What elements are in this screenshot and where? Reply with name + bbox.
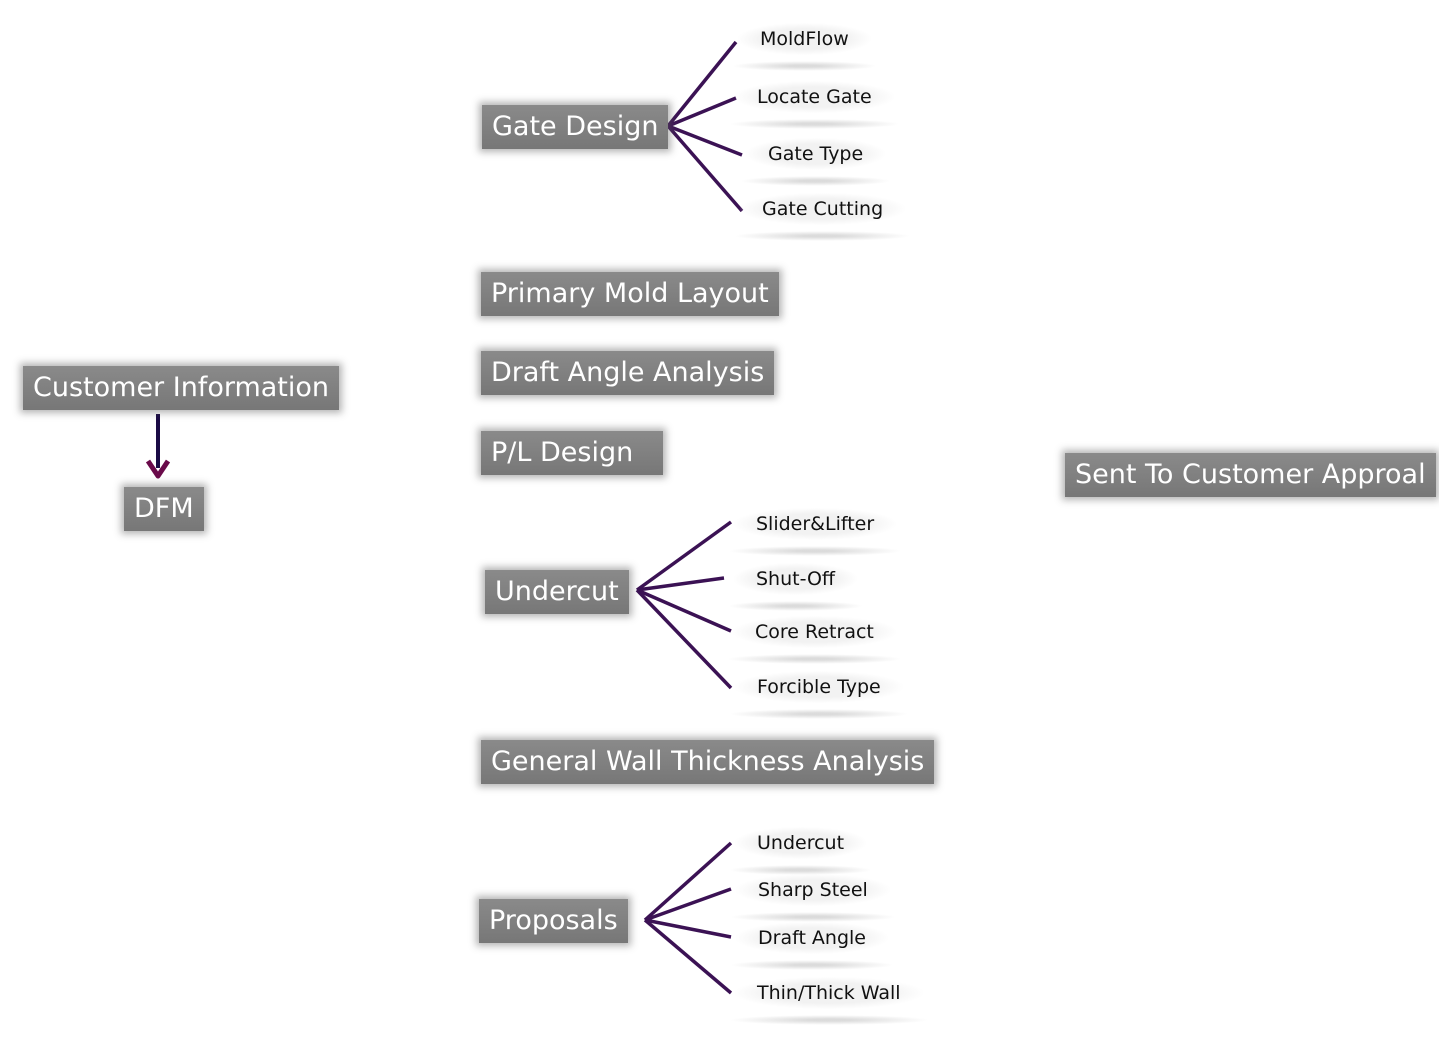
branch-undercut[interactable]: Undercut [485, 570, 629, 614]
proposals-fan [643, 841, 733, 995]
leaf-core-retract[interactable]: Core Retract [727, 616, 902, 664]
leaf-thin-thick-wall[interactable]: Thin/Thick Wall [729, 977, 929, 1025]
sent-to-customer-approval-node[interactable]: Sent To Customer Approal [1065, 453, 1436, 497]
branch-primary-mold-layout[interactable]: Primary Mold Layout [481, 272, 779, 316]
customer-information-node[interactable]: Customer Information [23, 366, 340, 410]
undercut-fan [635, 520, 733, 690]
leaf-moldflow[interactable]: MoldFlow [732, 23, 877, 71]
leaf-locate-gate[interactable]: Locate Gate [729, 81, 900, 129]
leaf-undercut[interactable]: Undercut [728, 827, 873, 875]
leaf-slider-lifter[interactable]: Slider&Lifter [727, 508, 903, 556]
leaf-gate-cutting[interactable]: Gate Cutting [733, 193, 912, 241]
branch-pl-design[interactable]: P/L Design [481, 431, 663, 475]
leaf-sharp-steel[interactable]: Sharp Steel [730, 874, 896, 922]
branch-general-wall-thickness-analysis[interactable]: General Wall Thickness Analysis [481, 740, 935, 784]
branch-connectors [368, 121, 484, 920]
leaf-forcible-type[interactable]: Forcible Type [729, 671, 909, 719]
leaf-draft-angle[interactable]: Draft Angle [730, 922, 894, 970]
arrow-head [145, 459, 171, 479]
leaf-gate-type[interactable]: Gate Type [739, 138, 892, 186]
gate-design-fan [666, 40, 744, 213]
dfm-node[interactable]: DFM [124, 487, 204, 531]
branch-gate-design[interactable]: Gate Design [482, 105, 669, 149]
branch-proposals[interactable]: Proposals [479, 899, 628, 943]
branch-draft-angle-analysis[interactable]: Draft Angle Analysis [481, 351, 775, 395]
leaf-shut-off[interactable]: Shut-Off [727, 563, 864, 611]
